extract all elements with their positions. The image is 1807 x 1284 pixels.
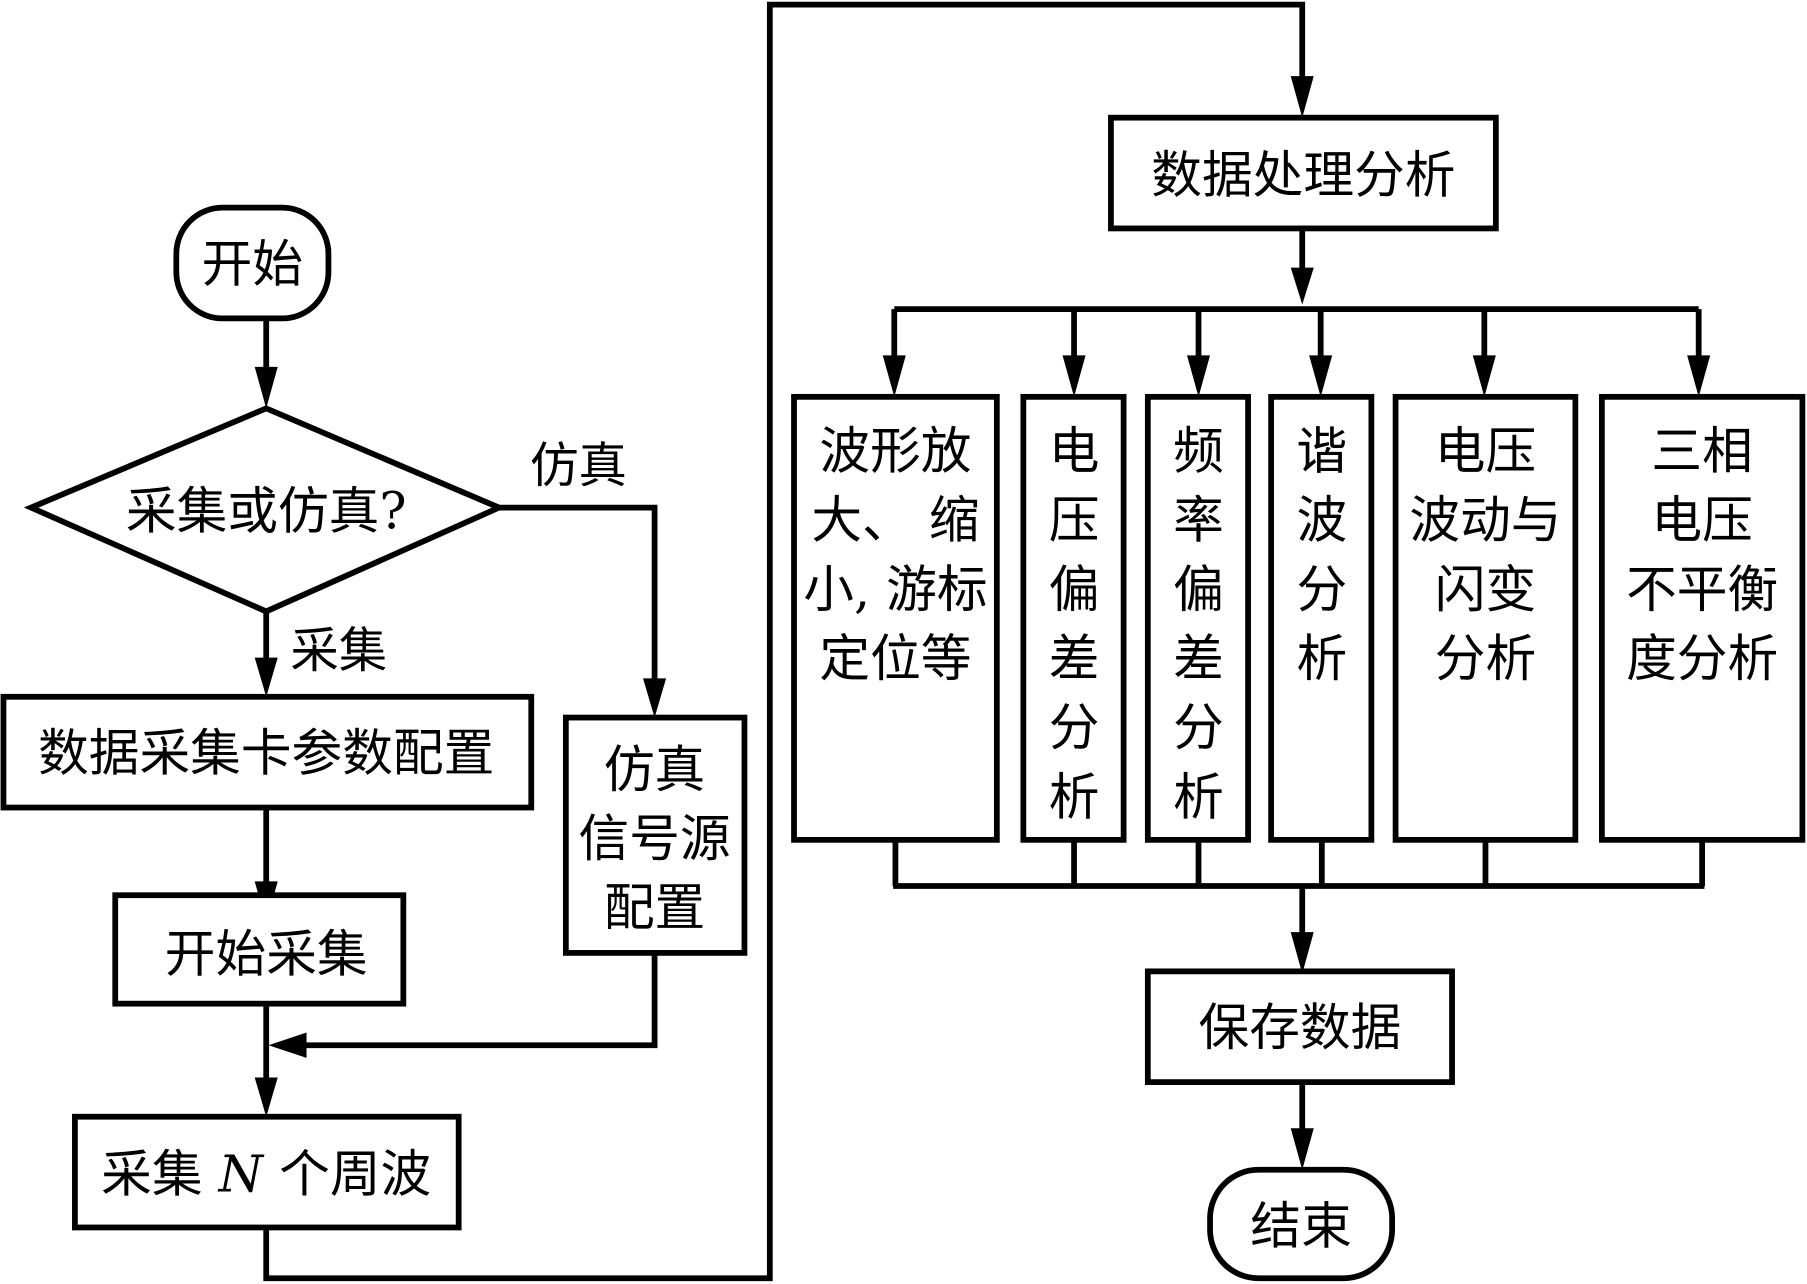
analysis-box-unbalance: 三相 电压 不平衡 度分析 [1598, 393, 1806, 843]
sim-config-line-1: 仿真 [604, 740, 705, 799]
arrow-process-to-bus [1290, 228, 1314, 305]
arrow-save-to-end [1290, 1082, 1314, 1170]
analysis-text: 波形放 [819, 421, 971, 480]
analysis-text: 偏 [1173, 560, 1224, 619]
analysis-text: 差 [1049, 629, 1100, 688]
analysis-box-waveform: 波形放 大、 缩 小, 游标 定位等 [791, 393, 1000, 843]
analysis-text: 电 [1049, 421, 1100, 480]
analysis-text: 小, 游标 [803, 560, 987, 619]
arrow-acquire-to-process [263, 1, 1314, 1282]
analysis-text: 分析 [1435, 629, 1536, 688]
arrow-decision-to-daq [254, 611, 278, 697]
daq-config-node: 数据采集卡参数配置 [0, 693, 535, 811]
acquire-n-label: 采集 N 个周波 [101, 1145, 431, 1204]
analysis-text: 偏 [1049, 560, 1100, 619]
analysis-text: 闪变 [1435, 560, 1536, 619]
start-label: 开始 [202, 234, 303, 293]
sim-config-line-3: 配置 [604, 878, 705, 937]
analysis-text: 分 [1296, 560, 1347, 619]
sim-config-line-2: 信号源 [579, 809, 731, 868]
end-node: 结束 [1207, 1166, 1396, 1282]
arrow-sim-merge [268, 952, 658, 1058]
analysis-text: 波 [1296, 491, 1347, 550]
analysis-text: 三相 [1651, 421, 1752, 480]
analysis-text: 压 [1049, 491, 1100, 550]
save-node: 保存数据 [1144, 968, 1455, 1085]
decision-node: 采集或仿真? [23, 405, 507, 615]
arrow-decision-to-sim [498, 504, 667, 718]
analysis-text: 度分析 [1626, 629, 1778, 688]
analysis-text: 电压 [1435, 421, 1536, 480]
analysis-text: 析 [1173, 767, 1224, 826]
edge-label-sim: 仿真 [530, 438, 627, 494]
process-node: 数据处理分析 [1108, 114, 1499, 232]
decision-label: 采集或仿真? [126, 481, 407, 540]
collector-lines [892, 839, 1706, 889]
analysis-text: 差 [1173, 629, 1224, 688]
daq-config-label: 数据采集卡参数配置 [38, 724, 494, 783]
acquire-n-node: 采集 N 个周波 [72, 1113, 462, 1231]
analysis-text: 分 [1049, 698, 1100, 757]
save-label: 保存数据 [1199, 998, 1402, 1057]
analysis-text: 析 [1049, 767, 1100, 826]
analysis-text: 分 [1173, 698, 1224, 757]
analysis-text: 不平衡 [1626, 560, 1778, 619]
process-label: 数据处理分析 [1151, 146, 1455, 205]
arrow-start-to-decision [254, 318, 278, 409]
analysis-text: 波动与 [1409, 491, 1561, 550]
distribution-arrows [882, 309, 1711, 397]
edge-label-acq: 采集 [290, 623, 387, 679]
start-acq-node: 开始采集 [112, 892, 407, 1007]
analysis-text: 率 [1173, 491, 1224, 550]
analysis-text: 大、 缩 [811, 491, 979, 550]
start-node: 开始 [173, 204, 332, 322]
analysis-text: 频 [1173, 421, 1224, 480]
arrow-collector-to-save [1290, 885, 1314, 974]
analysis-text: 析 [1296, 629, 1347, 688]
arrow-start-acq-to-acquire [254, 1003, 278, 1117]
sim-config-node: 仿真 信号源 配置 [562, 714, 748, 956]
analysis-text: 谐 [1296, 421, 1347, 480]
analysis-box-voltage-deviation: 电 压 偏 差 分 析 [1020, 393, 1127, 843]
analysis-text: 电压 [1651, 491, 1752, 550]
analysis-text: 定位等 [819, 629, 971, 688]
analysis-box-flicker: 电压 波动与 闪变 分析 [1392, 393, 1579, 843]
end-label: 结束 [1250, 1197, 1351, 1256]
analysis-box-frequency-deviation: 频 率 偏 差 分 析 [1144, 393, 1251, 843]
analysis-box-harmonic: 谐 波 分 析 [1268, 393, 1375, 843]
start-acq-label: 开始采集 [165, 924, 368, 983]
